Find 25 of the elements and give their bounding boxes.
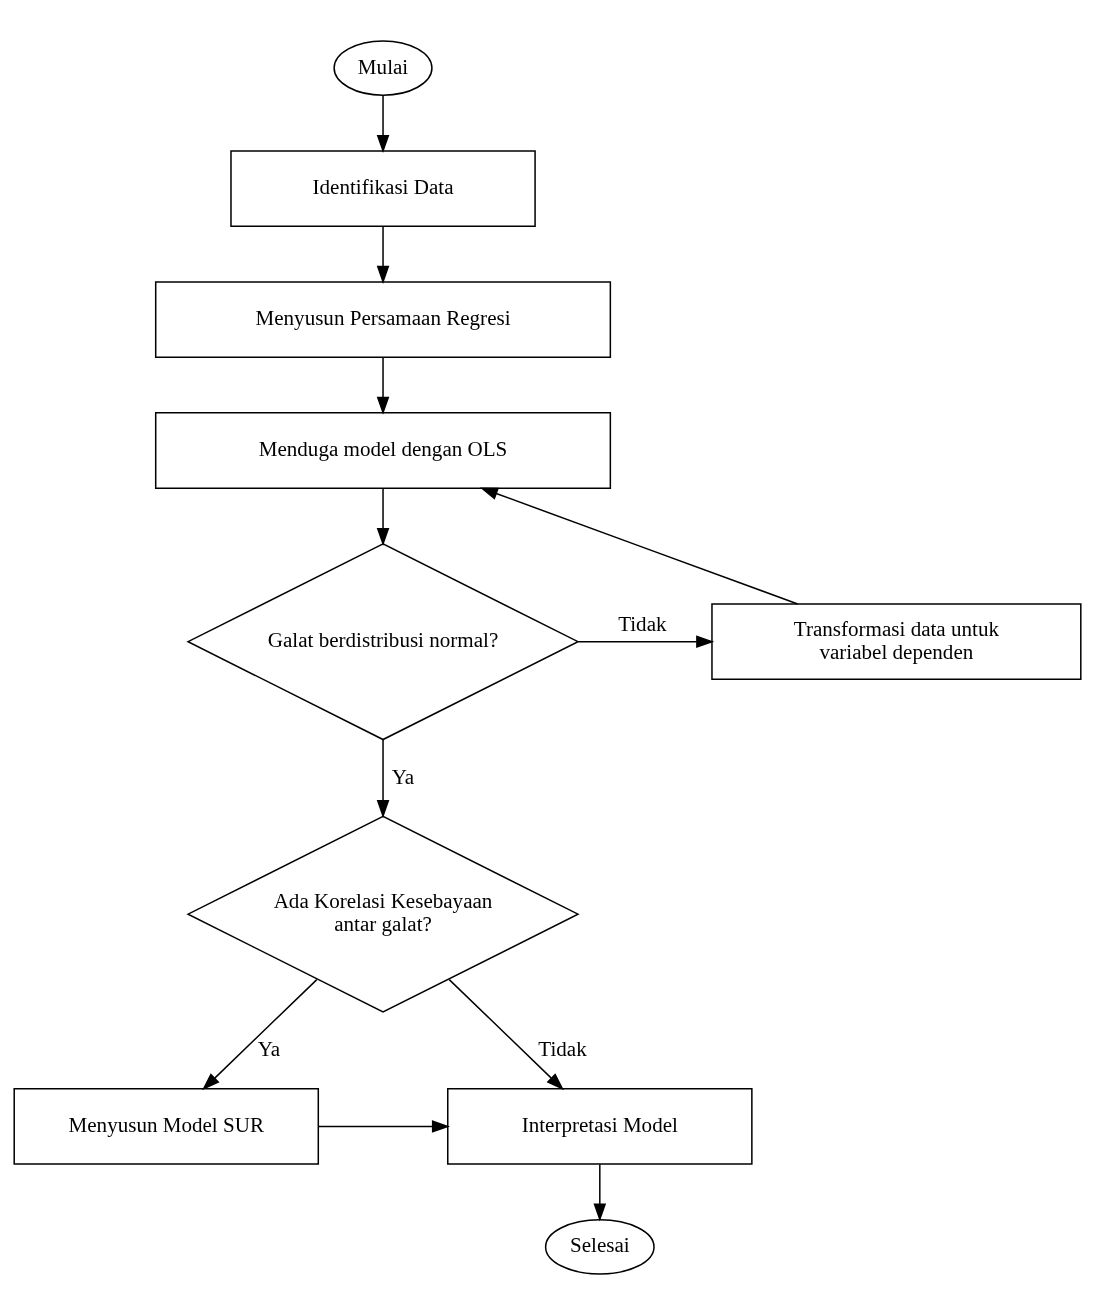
arrow [376, 94, 390, 154]
node-box: Menduga model dengan OLS [154, 412, 612, 489]
node-box: Interpretasi Model [447, 1088, 753, 1165]
arrow [479, 487, 799, 605]
edge-label: Ya [257, 1036, 281, 1061]
arrow [376, 356, 390, 415]
node-ellipse: Selesai [544, 1219, 655, 1275]
node-box: Transformasi data untuk variabel dependen [711, 603, 1082, 681]
arrow [448, 978, 564, 1091]
edge-label: Tidak [618, 612, 667, 637]
node-box: Identifikasi Data [230, 150, 536, 227]
edge-label: Ya [391, 764, 415, 789]
node-box: Menyusun Model SUR [13, 1088, 320, 1165]
node-box: Menyusun Persamaan Regresi [154, 281, 612, 358]
node-diamond: Ada Korelasi Kesebayaan antar galat? [186, 815, 580, 1013]
node-ellipse: Mulai [333, 40, 433, 96]
edge-label: Tidak [538, 1036, 587, 1061]
arrow [202, 978, 318, 1091]
arrow [376, 738, 390, 819]
arrow [593, 1163, 607, 1222]
arrow [577, 635, 715, 649]
arrow [376, 487, 390, 547]
arrow [376, 225, 390, 284]
node-diamond: Galat berdistribusi normal? [186, 543, 580, 741]
arrow [317, 1120, 450, 1133]
